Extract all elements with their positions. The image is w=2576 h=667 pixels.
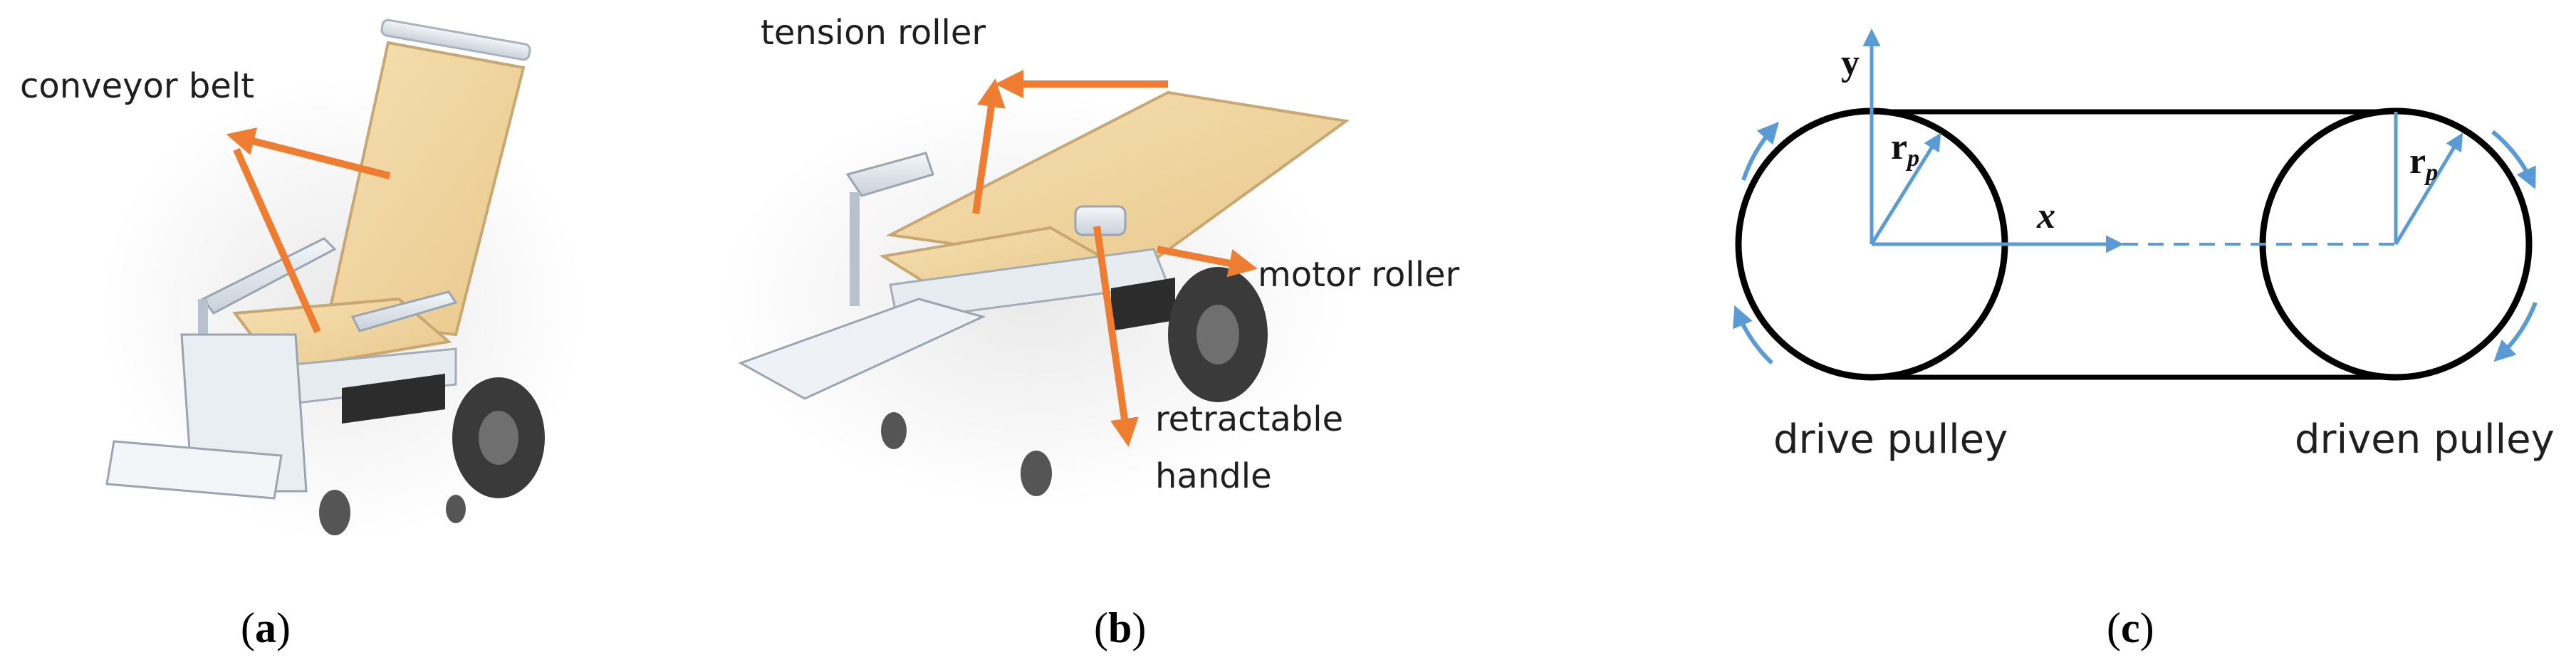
driven-pulley-label: driven pulley: [2295, 416, 2555, 463]
callout-arrow-tension-roller-vertical: [972, 78, 1006, 214]
x-axis-label: x: [2036, 196, 2055, 236]
panel-c-caption: (c): [2107, 604, 2154, 651]
chair-render-a: [100, 19, 584, 541]
drive-pulley-label: drive pulley: [1773, 416, 2008, 463]
driven-pulley-radius-label: rp: [2409, 141, 2438, 186]
panel-b: tension roller motor roller retractable …: [719, 13, 1460, 651]
panel-a-caption: (a): [241, 604, 291, 651]
chair-render-b: [719, 90, 1350, 505]
driven-pulley-radius-arrow: [2394, 132, 2463, 246]
callout-motor-roller: motor roller: [1258, 255, 1460, 295]
y-axis-label: y: [1841, 43, 1860, 83]
panel-c: y x rp rp drive pulley driven pulley (c): [1733, 28, 2555, 651]
panel-a: conveyor belt (a): [20, 19, 584, 651]
callout-arrow-conveyor-belt-lower: [233, 147, 321, 334]
callout-arrow-retractable-handle: [1093, 226, 1139, 447]
callout-retractable-handle-line1: retractable: [1155, 399, 1343, 439]
callout-arrow-motor-roller: [1157, 246, 1258, 278]
callout-conveyor-belt: conveyor belt: [20, 66, 254, 106]
drive-pulley-rotation-arrow-top: [1741, 122, 1779, 181]
panel-b-caption: (b): [1094, 604, 1146, 651]
callout-retractable-handle-line2: handle: [1155, 456, 1272, 496]
callout-tension-roller: tension roller: [761, 13, 986, 53]
drive-pulley-rotation-arrow-bottom: [1733, 305, 1774, 365]
driven-pulley-rotation-arrow-top: [2491, 130, 2536, 189]
callout-arrow-conveyor-belt-upper: [226, 127, 391, 179]
driven-pulley-rotation-arrow-bottom: [2493, 301, 2538, 362]
drive-pulley-radius-arrow: [1870, 132, 1941, 246]
drive-pulley-radius-label: rp: [1891, 127, 1919, 172]
